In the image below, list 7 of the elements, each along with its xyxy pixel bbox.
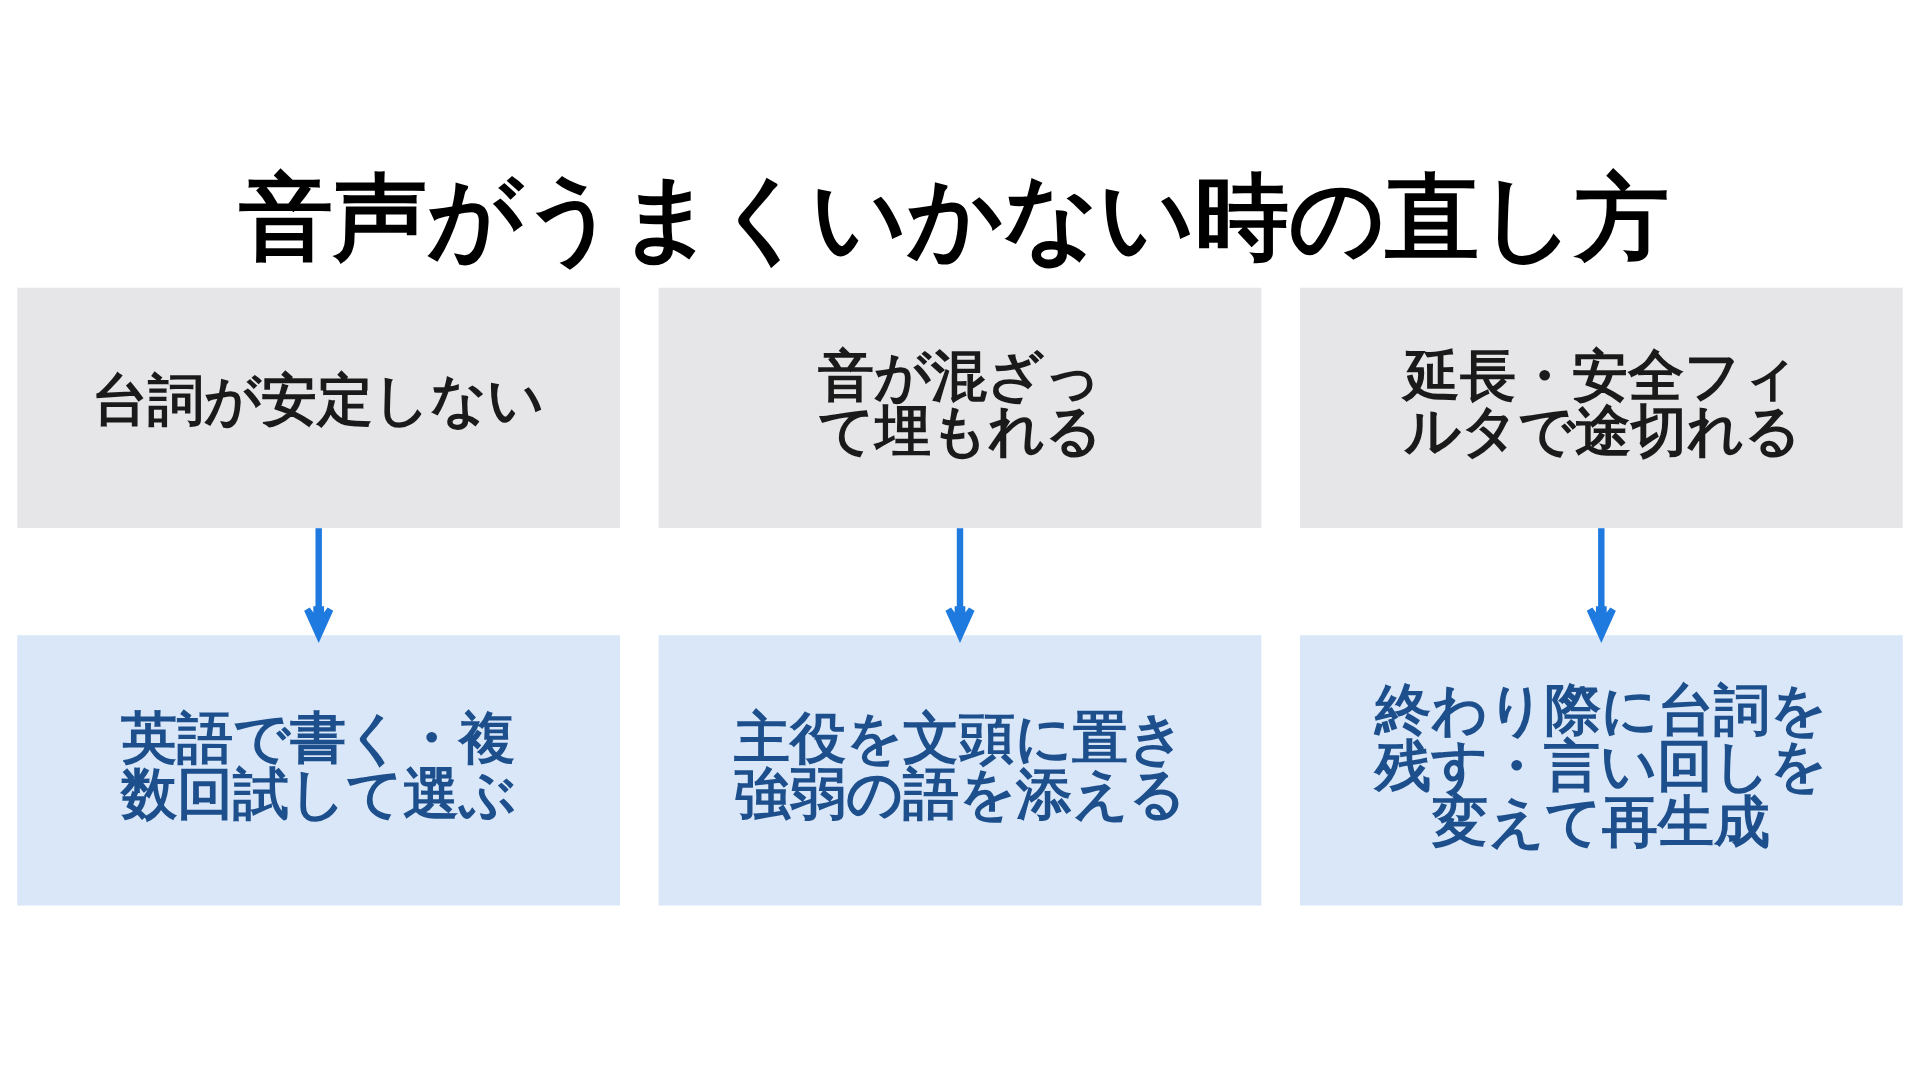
- node-box: 主役を文頭に置き強弱の語を添える: [658, 634, 1262, 905]
- node-box: 英語で書く・複数回試して選ぶ: [17, 634, 621, 905]
- node-box: 台詞が安定しない: [17, 287, 621, 528]
- node-box: 音が混ざって埋もれる: [658, 287, 1262, 528]
- node-box: 延長・安全フィルタで途切れる: [1299, 287, 1903, 528]
- diagram-title: 音声がうまくいかない時の直し方: [239, 161, 1670, 272]
- node-box: 終わり際に台詞を残す・言い回しを変えて再生成: [1299, 634, 1903, 905]
